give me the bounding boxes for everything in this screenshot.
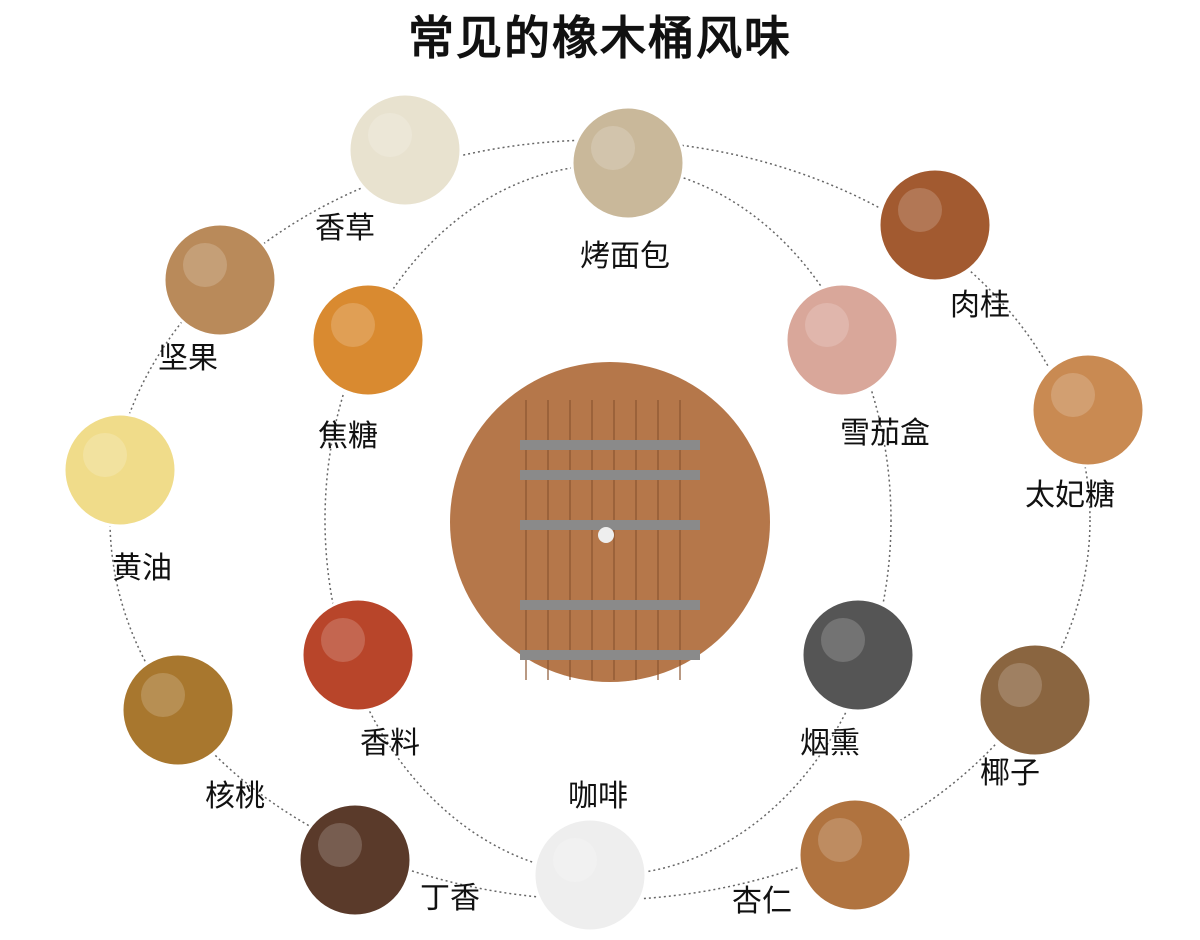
label-vanilla: 香草 [315, 211, 375, 246]
butter-icon [62, 412, 178, 528]
toasted-bread-highlight [591, 126, 635, 170]
label-nuts: 坚果 [158, 341, 218, 376]
label-coffee: 咖啡 [568, 779, 628, 814]
coconut-highlight [998, 663, 1042, 707]
label-cigar-box: 雪茄盒 [840, 416, 930, 451]
vanilla-flower-icon [347, 92, 463, 208]
toasted-bread-icon [570, 105, 686, 221]
label-cinnamon: 肉桂 [950, 288, 1010, 323]
label-butter: 黄油 [112, 551, 172, 586]
almonds-icon [797, 797, 913, 913]
diagram-title: 常见的橡木桶风味 [408, 11, 792, 65]
cigar-box-highlight [805, 303, 849, 347]
caramel-highlight [331, 303, 375, 347]
label-toffee: 太妃糖 [1025, 478, 1115, 513]
label-clove: 丁香 [420, 881, 480, 916]
smoke-icon [800, 597, 916, 713]
caramel-icon [310, 282, 426, 398]
spices-highlight [321, 618, 365, 662]
cinnamon-sticks-highlight [898, 188, 942, 232]
oak-barrel-icon [450, 362, 770, 682]
walnuts-highlight [141, 673, 185, 717]
cigar-box-icon [784, 282, 900, 398]
toffee-pieces-icon [1030, 352, 1146, 468]
spices-icon [300, 597, 416, 713]
cloves-highlight [318, 823, 362, 867]
butter-highlight [83, 433, 127, 477]
coffee-cup-highlight [553, 838, 597, 882]
label-almond: 杏仁 [732, 884, 792, 919]
vanilla-flower-highlight [368, 113, 412, 157]
label-caramel: 焦糖 [318, 419, 378, 454]
label-spice: 香料 [360, 726, 420, 761]
label-smoke: 烟熏 [800, 726, 860, 761]
label-coconut: 椰子 [980, 756, 1040, 791]
cinnamon-sticks-icon [877, 167, 993, 283]
mixed-nuts-highlight [183, 243, 227, 287]
cloves-icon [297, 802, 413, 918]
label-toast: 烤面包 [580, 239, 670, 274]
toffee-pieces-highlight [1051, 373, 1095, 417]
smoke-highlight [821, 618, 865, 662]
coffee-cup-icon [532, 817, 648, 933]
almonds-highlight [818, 818, 862, 862]
inner-ring [324, 164, 892, 876]
coconut-icon [977, 642, 1093, 758]
walnuts-icon [120, 652, 236, 768]
mixed-nuts-icon [162, 222, 278, 338]
label-walnut: 核桃 [205, 779, 265, 814]
